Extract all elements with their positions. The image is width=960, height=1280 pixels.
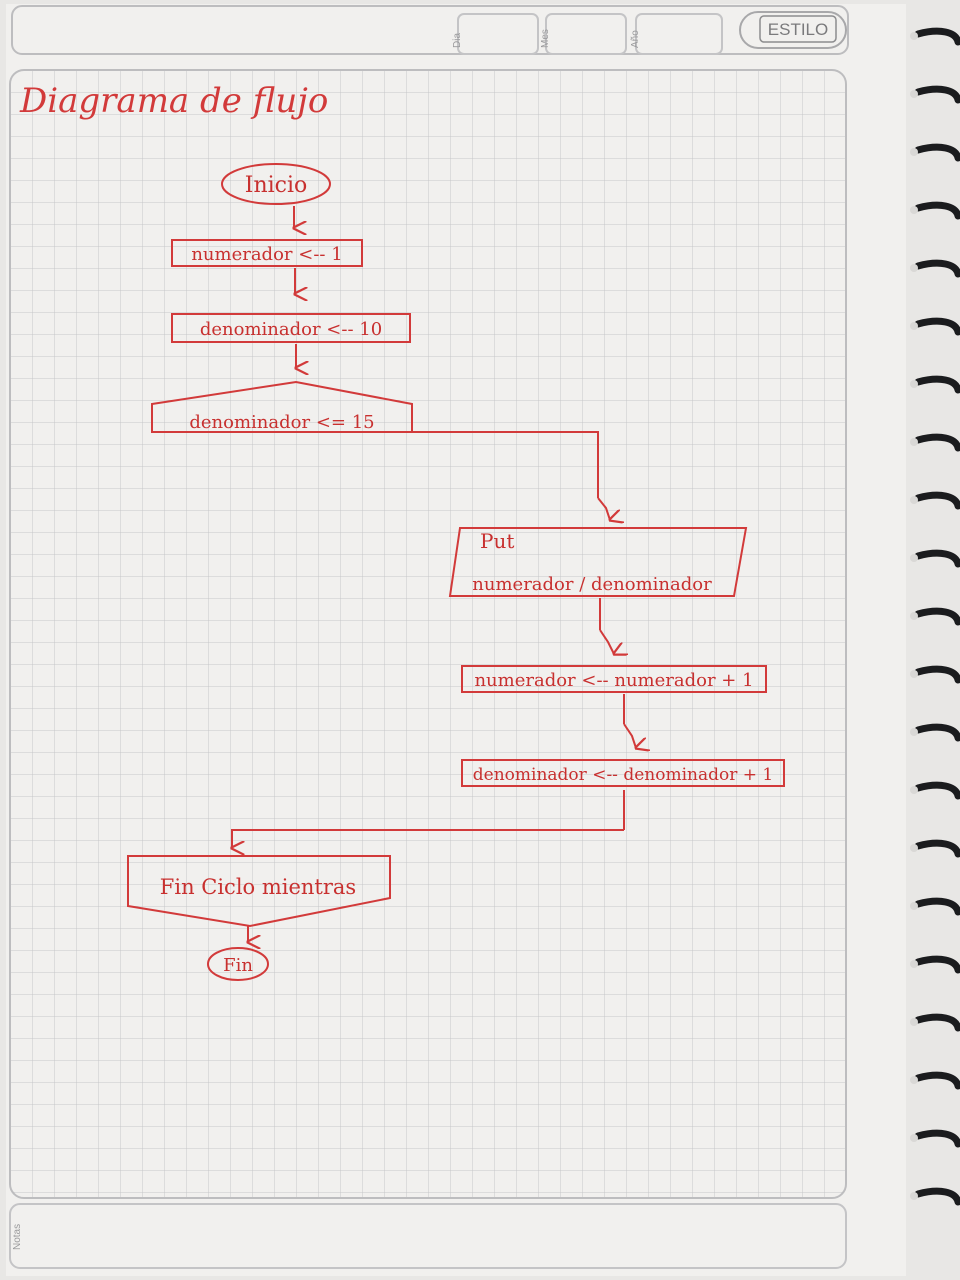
loop-condition-label: denominador <= 15 xyxy=(189,412,374,433)
spiral-hole xyxy=(910,322,918,330)
grid-area xyxy=(9,69,847,1199)
spiral-ring xyxy=(914,27,960,46)
spiral-ring xyxy=(914,897,960,916)
spiral-ring xyxy=(914,201,960,220)
assign-numerador-box xyxy=(171,239,363,267)
spiral-hole xyxy=(910,670,918,678)
increment-denominador-box xyxy=(461,759,785,787)
loop-end-shape xyxy=(127,855,391,928)
spiral-hole xyxy=(910,380,918,388)
page-title: Diagrama de flujo xyxy=(19,81,328,121)
loop-true-line xyxy=(412,431,599,498)
spiral-hole xyxy=(910,1192,918,1200)
start-label: Inicio xyxy=(245,173,308,198)
increment-numerador-box xyxy=(461,665,767,693)
spiral-hole xyxy=(910,32,918,40)
spiral-hole xyxy=(910,206,918,214)
spiral-ring xyxy=(914,665,960,684)
spiral-hole xyxy=(910,90,918,98)
output-label: Put xyxy=(480,529,514,553)
spiral-ring xyxy=(914,1013,960,1032)
increment-numerador-label: numerador <-- numerador + 1 xyxy=(474,670,753,691)
spiral-hole xyxy=(910,1076,918,1084)
spiral-hole xyxy=(910,264,918,272)
spiral-ring xyxy=(914,1187,960,1206)
output-expression: numerador / denominador xyxy=(472,574,712,595)
spiral-hole xyxy=(910,786,918,794)
spiral-ring xyxy=(914,781,960,800)
spiral-ring xyxy=(914,839,960,858)
arrow-output-to-inc1 xyxy=(599,629,614,654)
loop-end-label: Fin Ciclo mientras xyxy=(160,875,356,899)
ano-box xyxy=(635,13,723,55)
spiral-ring xyxy=(914,375,960,394)
brand-label: ESTILO xyxy=(768,20,828,39)
mes-box xyxy=(545,13,627,55)
notes-box xyxy=(9,1203,847,1269)
spiral-hole xyxy=(910,960,918,968)
increment-denominador-label: denominador <-- denominador + 1 xyxy=(473,765,773,785)
arrow-loop-to-output xyxy=(597,497,610,520)
spiral-ring xyxy=(914,259,960,278)
spiral-hole xyxy=(910,1018,918,1026)
assign-denominador-label: denominador <-- 10 xyxy=(200,319,382,340)
spiral-ring xyxy=(914,433,960,452)
spiral-hole xyxy=(910,496,918,504)
start-terminal xyxy=(221,163,331,205)
spiral-ring xyxy=(914,85,960,104)
notas-label: Notas xyxy=(12,1224,23,1250)
spiral-hole xyxy=(910,612,918,620)
spiral-hole xyxy=(910,1134,918,1142)
arrow-inc1-to-inc2 xyxy=(623,723,636,748)
spiral-ring xyxy=(914,143,960,162)
flowchart xyxy=(127,163,785,981)
spiral-ring xyxy=(914,723,960,742)
spiral-ring xyxy=(914,549,960,568)
spiral-ring xyxy=(914,607,960,626)
spiral-hole xyxy=(910,438,918,446)
spiral-hole xyxy=(910,148,918,156)
loop-exit-line xyxy=(232,829,624,848)
dia-box xyxy=(457,13,539,55)
ano-label: Año xyxy=(630,30,641,48)
end-label: Fin xyxy=(223,955,253,976)
spiral-ring xyxy=(914,1071,960,1090)
date-header: Dia Mes Año ESTILO xyxy=(11,5,849,55)
dia-label: Dia xyxy=(452,33,463,48)
spiral-ring xyxy=(914,491,960,510)
spiral-ring xyxy=(914,317,960,336)
mes-label: Mes xyxy=(540,29,551,48)
loop-condition-shape xyxy=(151,380,413,433)
assign-numerador-label: numerador <-- 1 xyxy=(191,244,342,265)
spiral-ring xyxy=(914,955,960,974)
end-terminal xyxy=(207,947,269,981)
spiral-hole xyxy=(910,554,918,562)
spiral-hole xyxy=(910,902,918,910)
spiral-hole xyxy=(910,728,918,736)
spiral-hole xyxy=(910,844,918,852)
spiral-ring xyxy=(914,1129,960,1148)
output-parallelogram xyxy=(448,527,748,597)
spiral-binding xyxy=(910,27,960,1206)
assign-denominador-box xyxy=(171,313,411,343)
